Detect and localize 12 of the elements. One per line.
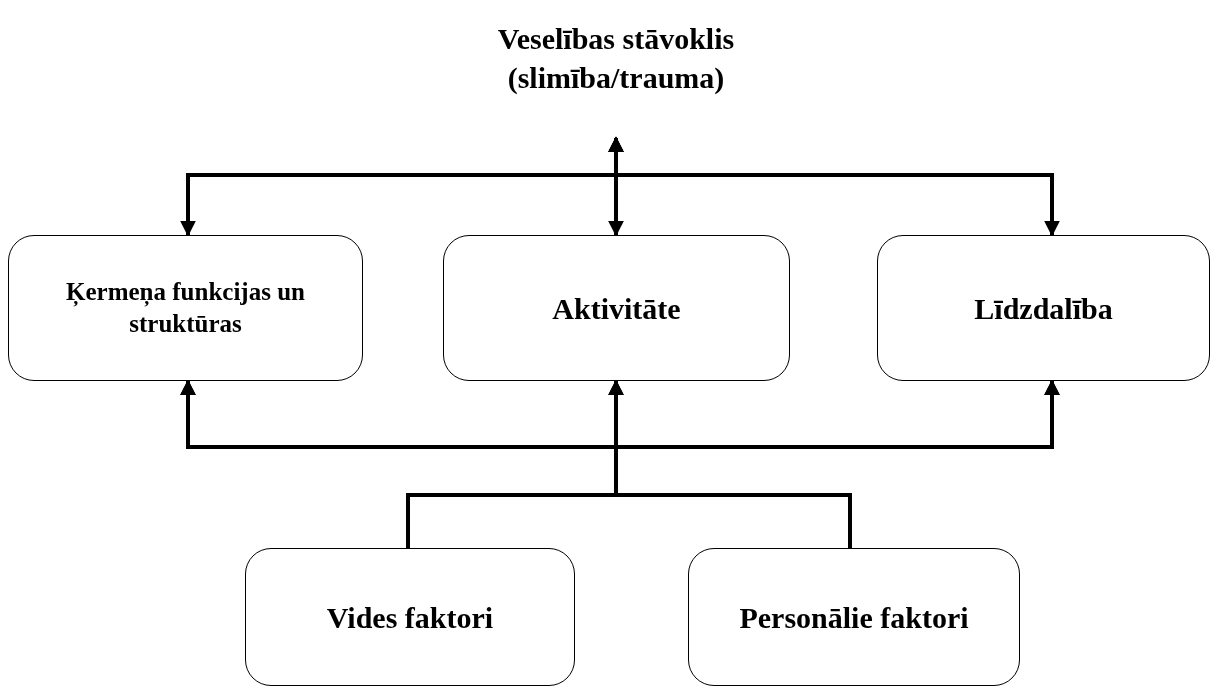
rounded-box [688,548,1020,686]
box-label: Ķermeņa funkcijas un struktūras [65,276,306,339]
box-label: Vides faktori [326,599,494,636]
box-label: Personālie faktori [739,599,969,636]
box-label: Aktivitāte [552,290,681,327]
box-label: Līdzdalība [974,290,1113,327]
rounded-box [8,235,363,381]
rounded-box [245,548,575,686]
heading-text: Veselības stāvoklis (slimība/trauma) [496,21,736,96]
rounded-box [443,235,790,381]
connector-arrow [608,136,1060,237]
rounded-box [877,235,1210,381]
